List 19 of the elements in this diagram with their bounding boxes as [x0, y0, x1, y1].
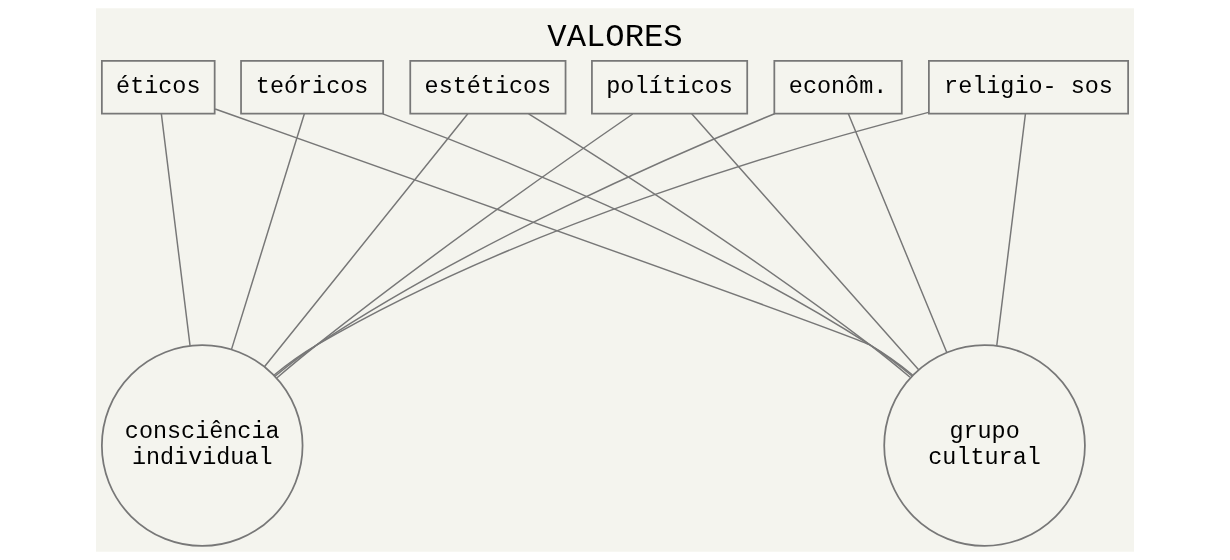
node-box: religio- sos	[928, 60, 1130, 115]
connector	[274, 113, 776, 378]
connector	[527, 113, 911, 379]
node-circle: consciência individual	[101, 344, 304, 547]
node-box: políticos	[591, 60, 749, 115]
connector	[160, 113, 191, 347]
connector	[847, 113, 948, 354]
node-box: econôm.	[773, 60, 903, 115]
node-box: estéticos	[409, 60, 567, 115]
connector	[995, 113, 1027, 347]
node-circle: grupo cultural	[883, 344, 1086, 547]
node-box: teóricos	[240, 60, 385, 115]
connector	[382, 113, 913, 377]
node-box: éticos	[101, 60, 216, 115]
connector	[276, 113, 634, 379]
diagram-title: VALORES	[547, 18, 683, 56]
connector	[263, 113, 469, 368]
connector	[230, 113, 306, 351]
connector	[691, 113, 920, 371]
